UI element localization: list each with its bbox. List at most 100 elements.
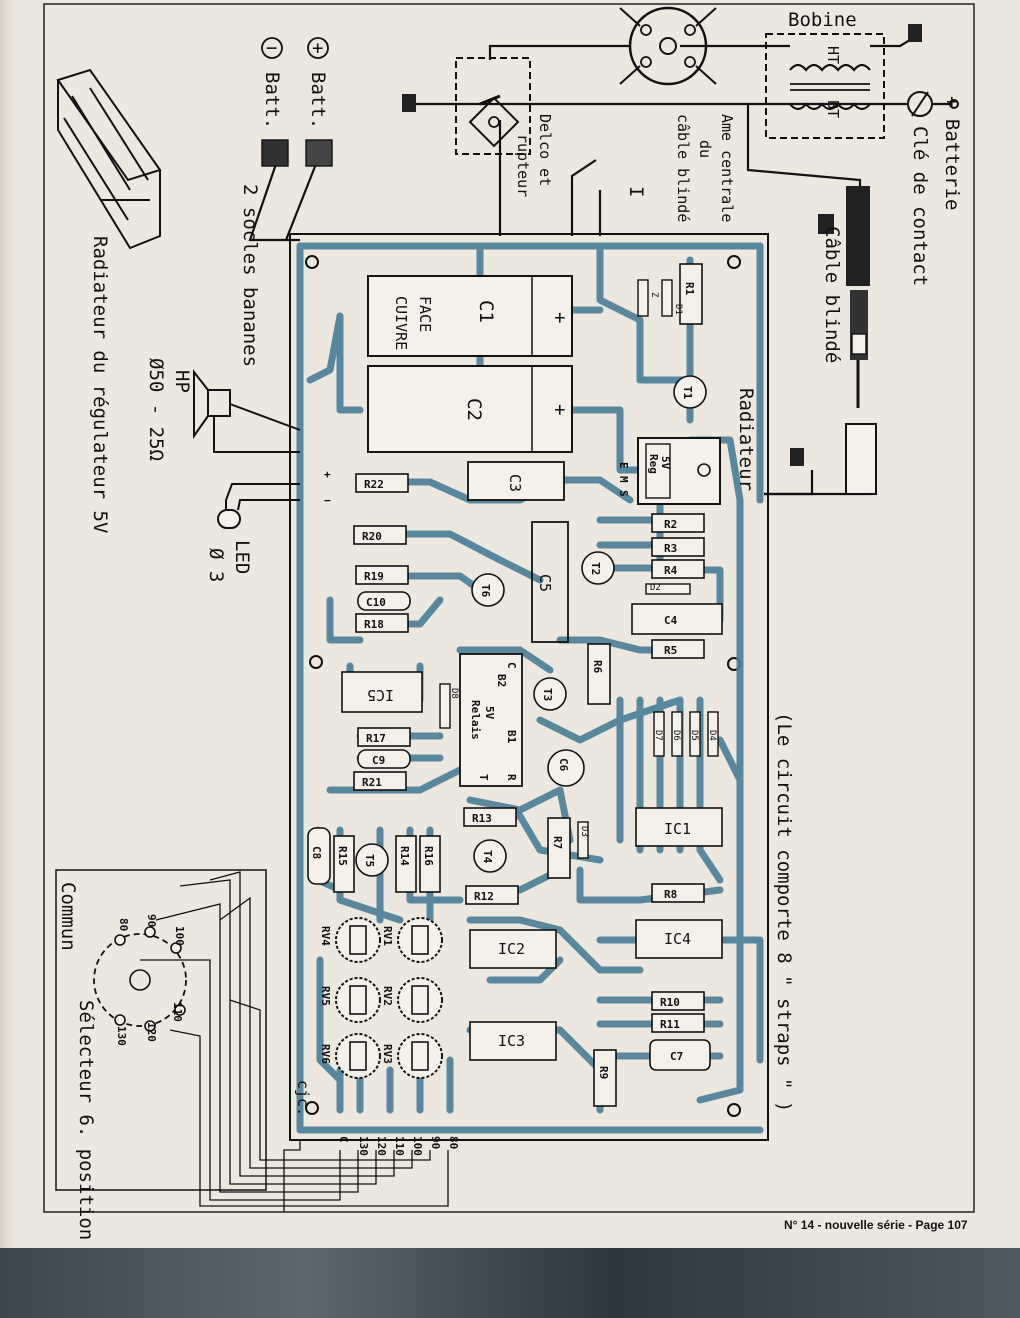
svg-text:D4: D4 (707, 730, 717, 741)
coil-title: Bobine (788, 9, 857, 31)
svg-text:T: T (477, 774, 490, 781)
transistor-t2: T2 (581, 551, 615, 585)
svg-text:R9: R9 (597, 1066, 610, 1079)
svg-text:D2: D2 (650, 583, 661, 593)
led-label: LED (231, 540, 253, 574)
face-cuivre-text-2: CUIVRE (392, 296, 410, 350)
resistor-r11: R11 (651, 1013, 705, 1033)
capacitor-c6: C6 (547, 749, 585, 787)
diode-d4: D4 (707, 711, 719, 757)
svg-text:R2: R2 (664, 518, 677, 531)
speaker-hp: HP Ø50 - 25Ω (145, 358, 301, 461)
capacitor-c7: C7 (649, 1039, 711, 1071)
resistor-r9: R9 (593, 1049, 617, 1107)
transistor-t5: T5 (355, 843, 389, 877)
svg-text:C6: C6 (557, 758, 570, 772)
selector-position-120: 120 (145, 1022, 158, 1042)
resistor-r4: R4 (651, 559, 705, 579)
resistor-r22: R22 (355, 473, 409, 493)
svg-text:C7: C7 (670, 1050, 683, 1063)
svg-text:5V: 5V (483, 706, 496, 720)
svg-text:B2: B2 (495, 674, 508, 687)
resistor-r8: R8 (651, 883, 705, 903)
pcb-board-outline (289, 233, 769, 1141)
svg-text:R15: R15 (336, 846, 349, 866)
mounting-holes (305, 255, 741, 1117)
terminal-label: 100 (411, 1136, 424, 1156)
resistor-r6: R6 (587, 643, 611, 705)
terminal-label: 120 (375, 1136, 388, 1156)
svg-text:T2: T2 (589, 562, 602, 575)
terminal-label: 110 (393, 1136, 406, 1156)
svg-text:R14: R14 (398, 846, 411, 866)
svg-text:R10: R10 (660, 996, 680, 1009)
led: + − LED Ø 3 (205, 468, 331, 582)
svg-text:D5: D5 (689, 730, 699, 741)
face-cuivre-text-1: FACE (416, 296, 434, 332)
svg-text:IC5: IC5 (367, 686, 394, 704)
svg-text:D3: D3 (579, 826, 589, 837)
mounting-hole (305, 1101, 319, 1115)
diagram-frame (43, 3, 975, 1213)
svg-text:T3: T3 (541, 688, 554, 701)
svg-text:R16: R16 (422, 846, 435, 866)
capacitor-c4: C4 (631, 603, 723, 635)
svg-text:C10: C10 (366, 596, 386, 609)
diode-d1: D1 (661, 279, 683, 317)
radiateur-label: Radiateur (735, 388, 757, 491)
svg-text:R3: R3 (664, 542, 677, 555)
coil-ht: HT (824, 46, 842, 64)
zener-z: Z (637, 279, 659, 317)
svg-text:−: − (324, 494, 331, 507)
svg-text:+: + (549, 312, 571, 323)
svg-text:D6: D6 (671, 730, 681, 741)
cle-contact-label: Clé de contact (909, 126, 931, 286)
socles-bananes-label: 2 socles bananes (239, 184, 261, 367)
resistor-r7: R7 (547, 817, 571, 879)
page-edge-shadow (0, 0, 14, 1248)
selector-position-130: 130 (115, 1026, 128, 1046)
svg-text:R13: R13 (472, 812, 492, 825)
capacitor-c1: C1 + (367, 275, 573, 357)
trimmer-rv3: RV3 (381, 1033, 443, 1079)
svg-text:C5: C5 (536, 574, 554, 592)
svg-text:R22: R22 (364, 478, 384, 491)
transistor-t6: T6 (471, 573, 505, 607)
regulator-5v: Reg 5V E M S (617, 437, 721, 505)
capacitor-c10: C10 (357, 591, 411, 611)
delco-label: Delco et (536, 114, 554, 186)
selector-commun-label: Commun (57, 882, 79, 951)
svg-text:C4: C4 (664, 614, 678, 627)
mounting-hole (305, 255, 319, 269)
radiateur-regulateur-label: Radiateur du régulateur 5V (89, 236, 111, 533)
diode-d8: D8 (439, 683, 459, 729)
hp-spec-label: Ø50 - 25Ω (145, 358, 167, 461)
resistor-r14: R14 (395, 835, 417, 893)
resistor-r20: R20 (353, 525, 407, 545)
svg-text:T1: T1 (681, 386, 694, 400)
ground-symbol (908, 24, 922, 42)
diode-d7: D7 (653, 711, 665, 757)
heatsink-drawing (56, 68, 162, 250)
circuit-layout-diagram: C1 + FACE CUIVRE C2 + C3 C5 R1 R2 R3 R4 … (43, 3, 975, 1240)
capacitor-c2: C2 + (367, 365, 573, 453)
switch-i-label: I (625, 186, 647, 197)
mounting-hole (727, 1103, 741, 1117)
cable-blinde-label: Câble blindé (821, 226, 843, 363)
svg-text:IC2: IC2 (498, 940, 525, 958)
transistors: T1 T2 T3 T4 T5 T6 (355, 375, 707, 877)
resistor-r13: R13 (463, 807, 517, 827)
selector-wiring (140, 871, 449, 1212)
resistor-r2: R2 (651, 513, 705, 533)
batt-plus-label: Batt. (307, 72, 329, 129)
svg-text:R8: R8 (664, 888, 677, 901)
trimmer-rv6: RV6 (319, 1033, 381, 1079)
resistor-r10: R10 (651, 991, 705, 1011)
ic-4: IC4 (635, 919, 723, 959)
resistor-r19: R19 (355, 565, 409, 585)
shielded-cable (845, 186, 877, 495)
ground-symbol (818, 214, 834, 234)
selector-position-110: 110 (171, 1002, 184, 1022)
capacitor-c9: C9 (357, 749, 411, 769)
